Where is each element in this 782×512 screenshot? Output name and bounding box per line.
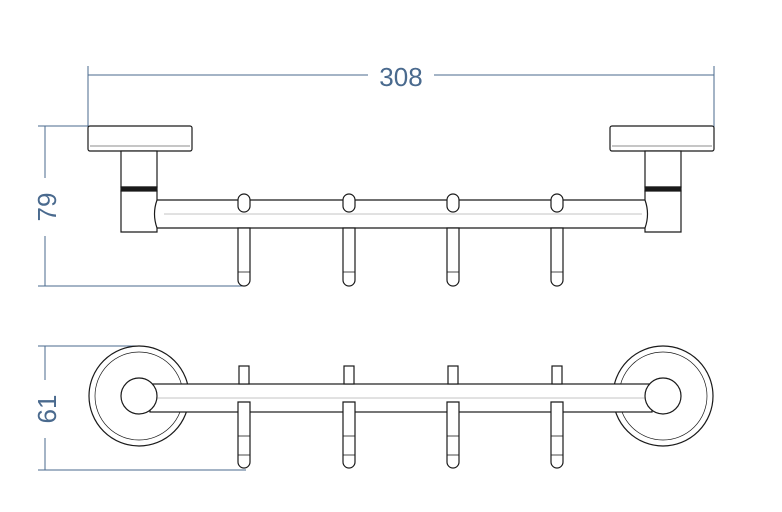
top-hook-1 (237, 365, 251, 469)
front-hook-3 (446, 193, 460, 287)
dimension-lines (38, 66, 715, 471)
front-hook-1 (237, 193, 251, 287)
top-hook-4 (550, 365, 564, 469)
top-left-post (120, 377, 158, 415)
front-right-bracket (609, 125, 715, 233)
front-left-bracket (87, 125, 193, 233)
width-dimension-label: 308 (379, 62, 422, 92)
depth-dimension-label: 61 (32, 395, 62, 424)
top-hook-3 (446, 365, 460, 469)
front-view (87, 125, 715, 287)
front-hook-4 (550, 193, 564, 287)
top-right-post (644, 377, 682, 415)
front-hook-2 (342, 193, 356, 287)
height-dimension-label: 79 (32, 193, 62, 222)
top-view (88, 345, 714, 469)
top-hook-2 (342, 365, 356, 469)
